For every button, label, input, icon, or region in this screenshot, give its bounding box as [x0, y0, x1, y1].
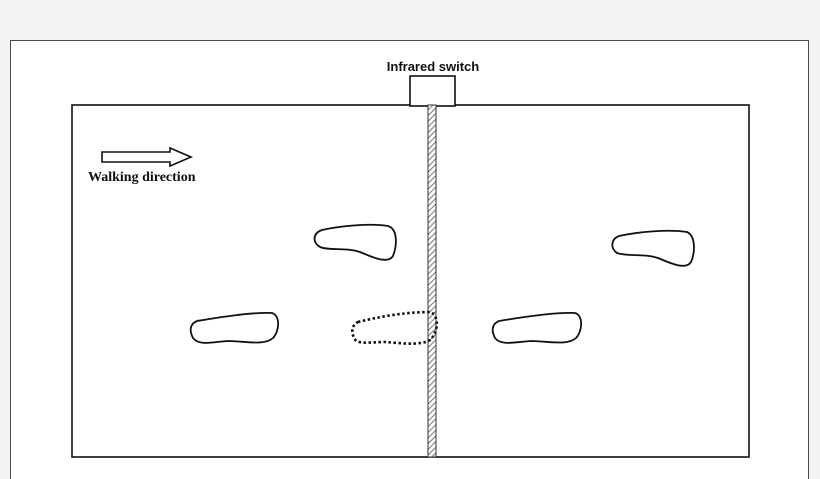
- right-arrow-icon: [101, 146, 194, 168]
- infrared-beam-bar: [427, 104, 437, 458]
- walking-direction-label: Walking direction: [88, 170, 196, 185]
- footprint-dotted-crossing: [351, 310, 439, 345]
- walkway-area: [71, 104, 750, 458]
- footprint-right-upper: [611, 229, 695, 267]
- footprint-right-lower: [491, 312, 583, 344]
- infrared-switch-label: Infrared switch: [387, 59, 480, 74]
- infrared-switch-box: [409, 75, 456, 107]
- footprint-left-upper: [313, 223, 397, 261]
- footprint-left-lower: [189, 312, 280, 344]
